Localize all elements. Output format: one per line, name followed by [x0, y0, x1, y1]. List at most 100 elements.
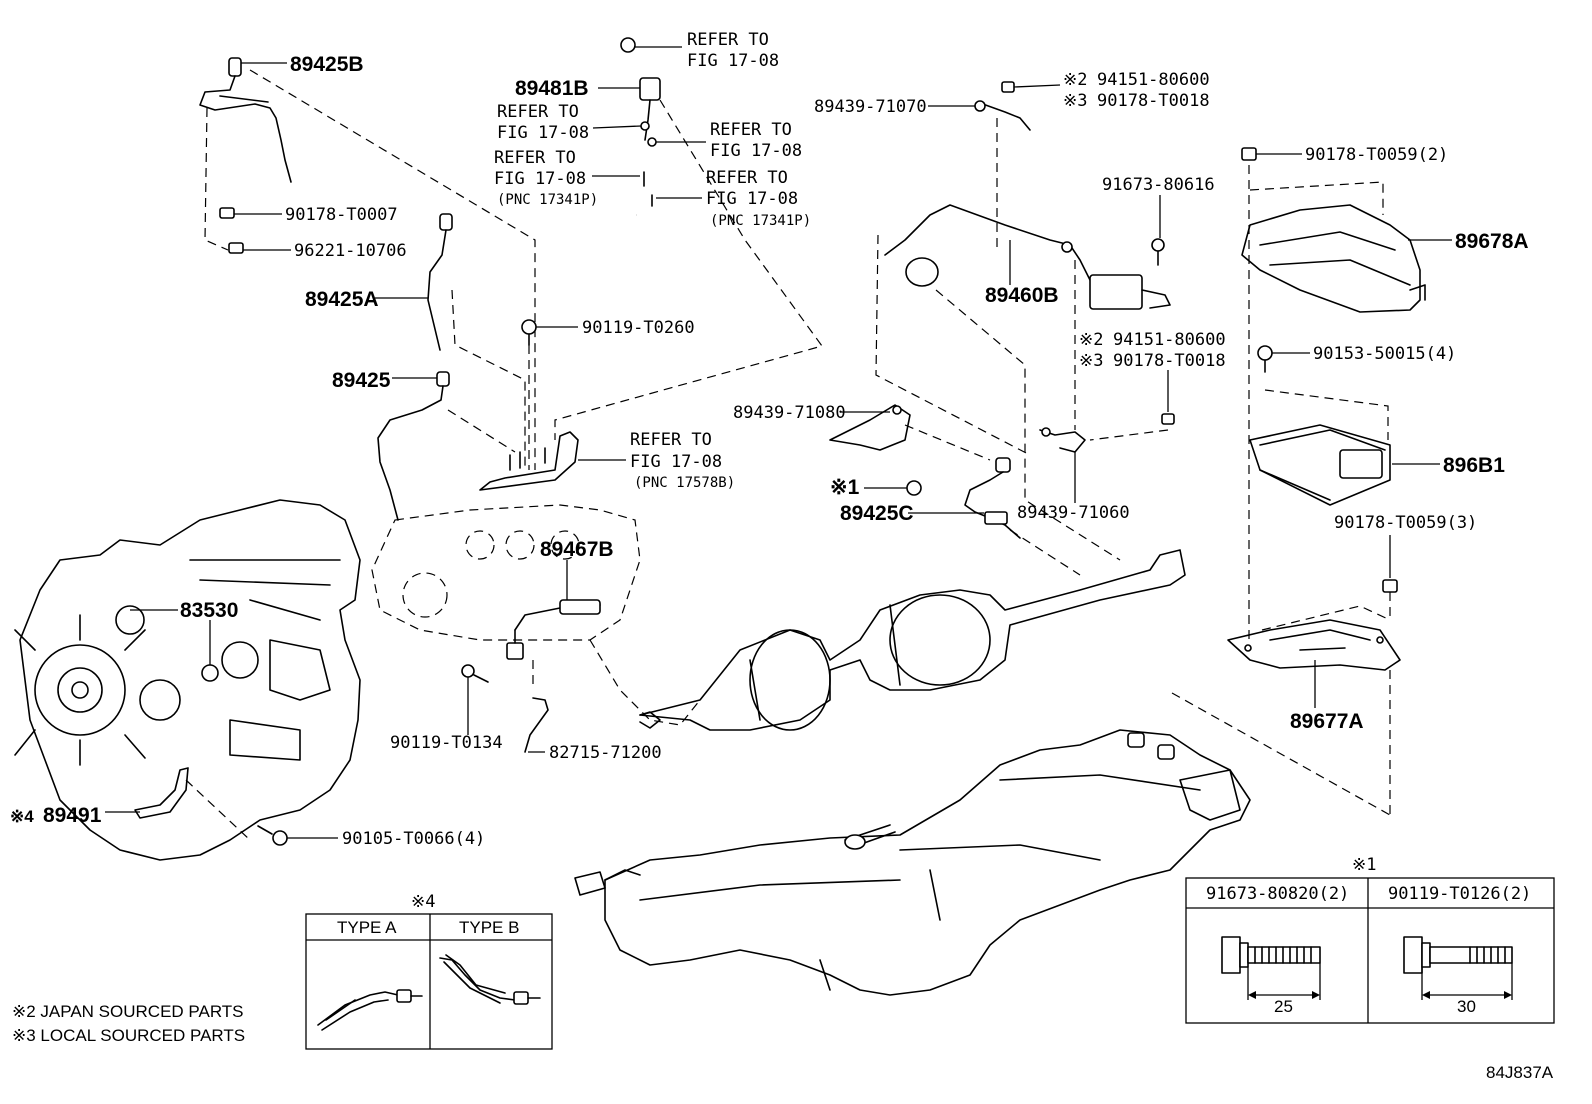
ref1-line1: REFER TO	[687, 30, 769, 50]
label-89425A: 89425A	[305, 288, 379, 311]
label-89425C: 89425C	[840, 502, 914, 525]
bracket-89677A-drawing	[1227, 605, 1401, 671]
cover-89678A-drawing	[1241, 181, 1426, 313]
mark-4: ※4	[10, 807, 34, 826]
clamp-90178-T0007	[219, 207, 244, 254]
bolt-90105-T0066-drawing	[257, 825, 288, 846]
ref2-line1: REFER TO	[497, 102, 579, 122]
label-83530: 83530	[180, 599, 238, 622]
dash-89425A	[451, 289, 526, 470]
leader-94151-a	[1013, 84, 1061, 88]
manifold-drawing	[371, 504, 701, 726]
dash-89425B-b	[249, 69, 536, 470]
bolt-2-length: 30	[1457, 997, 1476, 1016]
label-89425: 89425	[332, 369, 391, 392]
label-89439-71080: 89439-71080	[733, 403, 846, 423]
dash-89677A	[1171, 670, 1391, 816]
label-90178-T0007: 90178-T0007	[285, 205, 398, 225]
ref5-line2: FIG 17-08	[706, 189, 798, 209]
ref2-line2: FIG 17-08	[497, 123, 589, 143]
dash-nut	[1089, 429, 1169, 441]
sensor-89425A-drawing	[427, 213, 453, 351]
ref3-line2: FIG 17-08	[710, 141, 802, 161]
sensor-type-a-drawing	[317, 989, 423, 1031]
ref3-line1: REFER TO	[710, 120, 792, 140]
nut-90178-T0059-2-drawing	[1241, 147, 1257, 161]
sensor-89481B-drawing	[620, 37, 661, 207]
mark-4-text: ※4	[10, 807, 34, 826]
bolt-91673-80616-drawing	[1151, 238, 1165, 266]
dash-89491	[185, 779, 251, 841]
label-89460B: 89460B	[985, 284, 1059, 307]
mark-4b: ※4	[411, 892, 435, 912]
mark-3a: ※3	[1063, 91, 1087, 111]
bolt-90119-T0134-drawing	[461, 664, 489, 683]
dash-89481B	[554, 99, 823, 440]
label-89491: 89491	[43, 804, 102, 827]
sensor-89425B-drawing	[199, 57, 292, 183]
bolt-90119-T0260-drawing	[521, 319, 537, 346]
mark-1b: ※1	[1352, 855, 1376, 875]
ref4-pnc: (PNC 17341P)	[497, 192, 598, 208]
bracket-89439-71080-drawing	[829, 404, 911, 451]
sensor-type-b-drawing	[439, 954, 541, 1005]
label-90178-T0059-3: 90178-T0059(3)	[1334, 513, 1477, 533]
ref5-pnc: (PNC 17341P)	[710, 213, 811, 229]
bracket-89439-71070-drawing	[974, 81, 1031, 131]
bolt-table	[1185, 877, 1555, 1024]
bracket-drawing	[479, 431, 579, 491]
label-89678A: 89678A	[1455, 230, 1529, 253]
label-90119-T0134: 90119-T0134	[390, 733, 503, 753]
mark-2b: ※2	[1079, 330, 1103, 350]
mark-1a: ※1	[830, 476, 860, 499]
fuel-tank-drawing	[574, 729, 1251, 996]
label-91673-80616: 91673-80616	[1102, 175, 1215, 195]
label-96221-10706: 96221-10706	[294, 241, 407, 261]
bracket-82715-drawing	[524, 697, 549, 753]
figure-id: 84J837A	[1486, 1063, 1554, 1082]
label-89439-71060: 89439-71060	[1017, 503, 1130, 523]
label-89677A: 89677A	[1290, 710, 1364, 733]
label-90105-T0066: 90105-T0066(4)	[342, 829, 485, 849]
label-82715-71200: 82715-71200	[549, 743, 662, 763]
dash-89425C	[1009, 529, 1081, 576]
engine-drawing	[14, 499, 361, 861]
label-90119-T0260: 90119-T0260	[582, 318, 695, 338]
label-896B1: 896B1	[1443, 454, 1505, 477]
bracket-89439-71060-drawing	[1039, 427, 1086, 453]
bolt-90119-T0126-drawing	[1403, 936, 1513, 1000]
ref4-line1: REFER TO	[494, 148, 576, 168]
label-90178-T0059-2: 90178-T0059(2)	[1305, 145, 1448, 165]
dash-89425	[447, 409, 516, 453]
nut-90178-T0018-b	[1161, 413, 1175, 425]
bolt-table-header-2: 90119-T0126(2)	[1388, 884, 1531, 904]
harness-89460B-drawing	[884, 204, 1171, 310]
ecu-896B1-drawing	[1249, 389, 1391, 506]
dash-89439-71080	[904, 424, 991, 461]
type-table	[305, 913, 553, 1050]
exhaust-pipe-drawing	[639, 549, 1186, 731]
label-89425B: 89425B	[290, 53, 364, 76]
leader-ref2	[592, 125, 642, 129]
type-b-header: TYPE B	[459, 918, 519, 937]
label-90153-50015: 90153-50015(4)	[1313, 344, 1456, 364]
sensor-89467B-drawing	[506, 599, 601, 660]
dash-harness-mid	[935, 289, 1121, 561]
ref6-line2: FIG 17-08	[630, 452, 722, 472]
ref4-line2: FIG 17-08	[494, 169, 586, 189]
dash-harness-left	[875, 234, 1031, 456]
ref6-pnc: (PNC 17578B)	[634, 475, 735, 491]
label-90178-T0018-a: 90178-T0018	[1097, 91, 1210, 111]
label-89467B: 89467B	[540, 538, 614, 561]
note-local-sourced: ※3 LOCAL SOURCED PARTS	[12, 1026, 245, 1045]
sensor-89491-drawing	[134, 767, 189, 819]
note-japan-sourced: ※2 JAPAN SOURCED PARTS	[12, 1002, 244, 1021]
type-a-header: TYPE A	[337, 918, 397, 937]
ref6-line1: REFER TO	[630, 430, 712, 450]
ref1-line2: FIG 17-08	[687, 51, 779, 71]
ref5-line1: REFER TO	[706, 168, 788, 188]
label-90178-T0018-b: 90178-T0018	[1113, 351, 1226, 371]
nut-90178-T0059-3	[1382, 579, 1398, 593]
